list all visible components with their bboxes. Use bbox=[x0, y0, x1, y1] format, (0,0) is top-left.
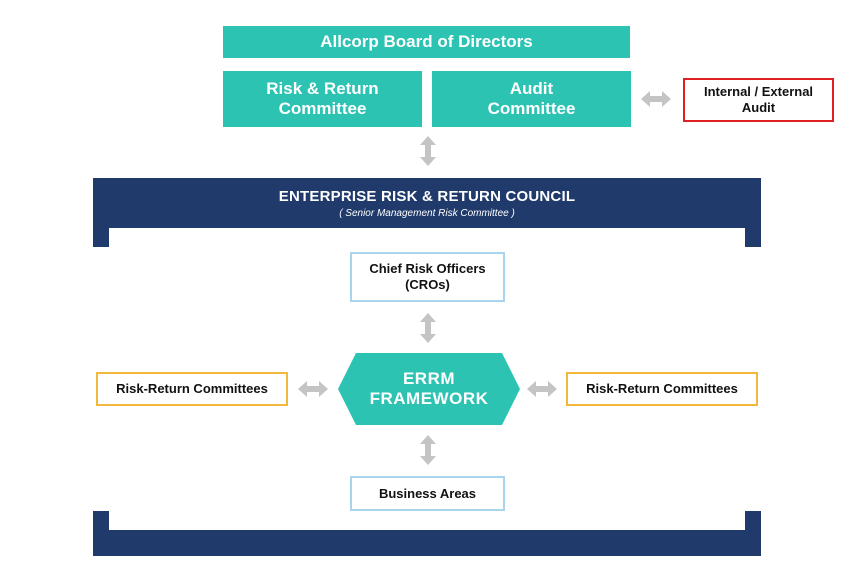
bracket-bottom-left-leg bbox=[93, 511, 109, 531]
risk-return-committees-left-box: Risk-Return Committees bbox=[96, 372, 288, 406]
vertical-double-arrow-cro-framework bbox=[420, 313, 436, 343]
bracket-top-left-leg bbox=[93, 227, 109, 247]
internal-external-audit-line2: Audit bbox=[741, 100, 776, 115]
business-areas-label: Business Areas bbox=[378, 485, 477, 501]
risk-return-committees-right-label: Risk-Return Committees bbox=[586, 381, 738, 396]
risk-return-committees-right-box: Risk-Return Committees bbox=[566, 372, 758, 406]
audit-committee-line2: Committee bbox=[487, 99, 576, 118]
bracket-bottom-right-leg bbox=[745, 511, 761, 531]
council-subtitle: ( Senior Management Risk Committee ) bbox=[339, 207, 515, 219]
bottom-bracket-bar bbox=[93, 530, 761, 556]
horizontal-double-arrow-left-committees bbox=[298, 381, 328, 397]
enterprise-council-bar: ENTERPRISE RISK & RETURN COUNCIL ( Senio… bbox=[93, 178, 761, 228]
business-areas-box: Business Areas bbox=[350, 476, 505, 511]
risk-return-committees-left-label: Risk-Return Committees bbox=[116, 381, 268, 396]
horizontal-double-arrow-audit bbox=[641, 91, 671, 107]
audit-committee-line1: Audit bbox=[509, 79, 554, 98]
council-title: ENTERPRISE RISK & RETURN COUNCIL bbox=[278, 187, 576, 205]
board-title: Allcorp Board of Directors bbox=[320, 32, 533, 51]
errm-line1: ERRM bbox=[402, 369, 456, 388]
board-of-directors-box: Allcorp Board of Directors bbox=[223, 26, 630, 58]
risk-return-committee-line2: Committee bbox=[278, 99, 367, 118]
audit-committee-box: Audit Committee bbox=[432, 71, 631, 127]
bracket-top-right-leg bbox=[745, 227, 761, 247]
errm-line2: FRAMEWORK bbox=[369, 389, 489, 408]
cro-line2: (CROs) bbox=[405, 277, 450, 292]
horizontal-double-arrow-right-committees bbox=[527, 381, 557, 397]
cro-line1: Chief Risk Officers bbox=[369, 261, 486, 276]
risk-return-committee-box: Risk & Return Committee bbox=[223, 71, 422, 127]
risk-return-committee-line1: Risk & Return bbox=[266, 79, 379, 98]
chief-risk-officers-box: Chief Risk Officers (CROs) bbox=[350, 252, 505, 302]
internal-external-audit-box: Internal / External Audit bbox=[683, 78, 834, 122]
errm-framework-label: ERRM FRAMEWORK bbox=[338, 353, 520, 425]
vertical-double-arrow-framework-business bbox=[420, 435, 436, 465]
errm-framework-hexagon bbox=[338, 353, 520, 425]
internal-external-audit-line1: Internal / External bbox=[703, 84, 814, 99]
vertical-double-arrow-board-council bbox=[420, 136, 436, 166]
